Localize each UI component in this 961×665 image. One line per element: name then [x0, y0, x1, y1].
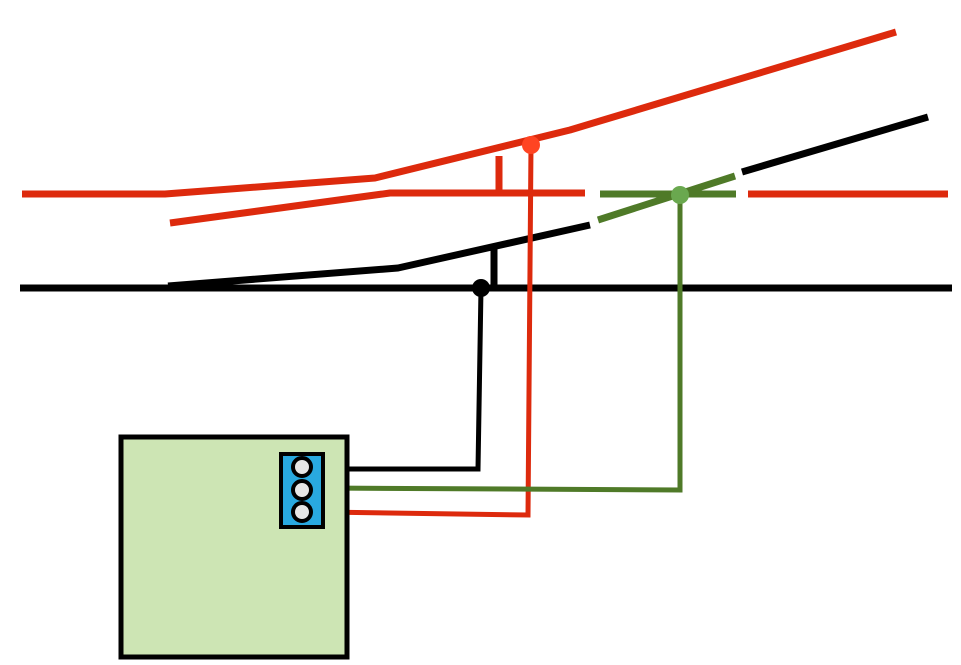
- terminal-screw-2: [291, 479, 313, 501]
- red-junction-dot: [522, 136, 540, 154]
- red-rail-outer: [22, 28, 898, 198]
- frog-diverging: [596, 172, 737, 224]
- black-point-rail: [167, 221, 591, 290]
- wires: [322, 144, 683, 518]
- black-rail-diverging-upper: [741, 113, 929, 176]
- black-rail-group: [20, 113, 952, 292]
- terminal-screw-1: [291, 456, 313, 478]
- frog-group: [596, 172, 737, 224]
- green-junction-dot: [671, 186, 689, 204]
- red-rail-group: [22, 28, 948, 227]
- red-feeder-wire: [322, 144, 534, 518]
- black-junction-dot: [472, 279, 490, 297]
- terminal-screw-3: [291, 501, 313, 523]
- green-frog-wire: [322, 195, 683, 493]
- red-point-rail: [169, 189, 585, 227]
- black-feeder-wire: [323, 287, 484, 472]
